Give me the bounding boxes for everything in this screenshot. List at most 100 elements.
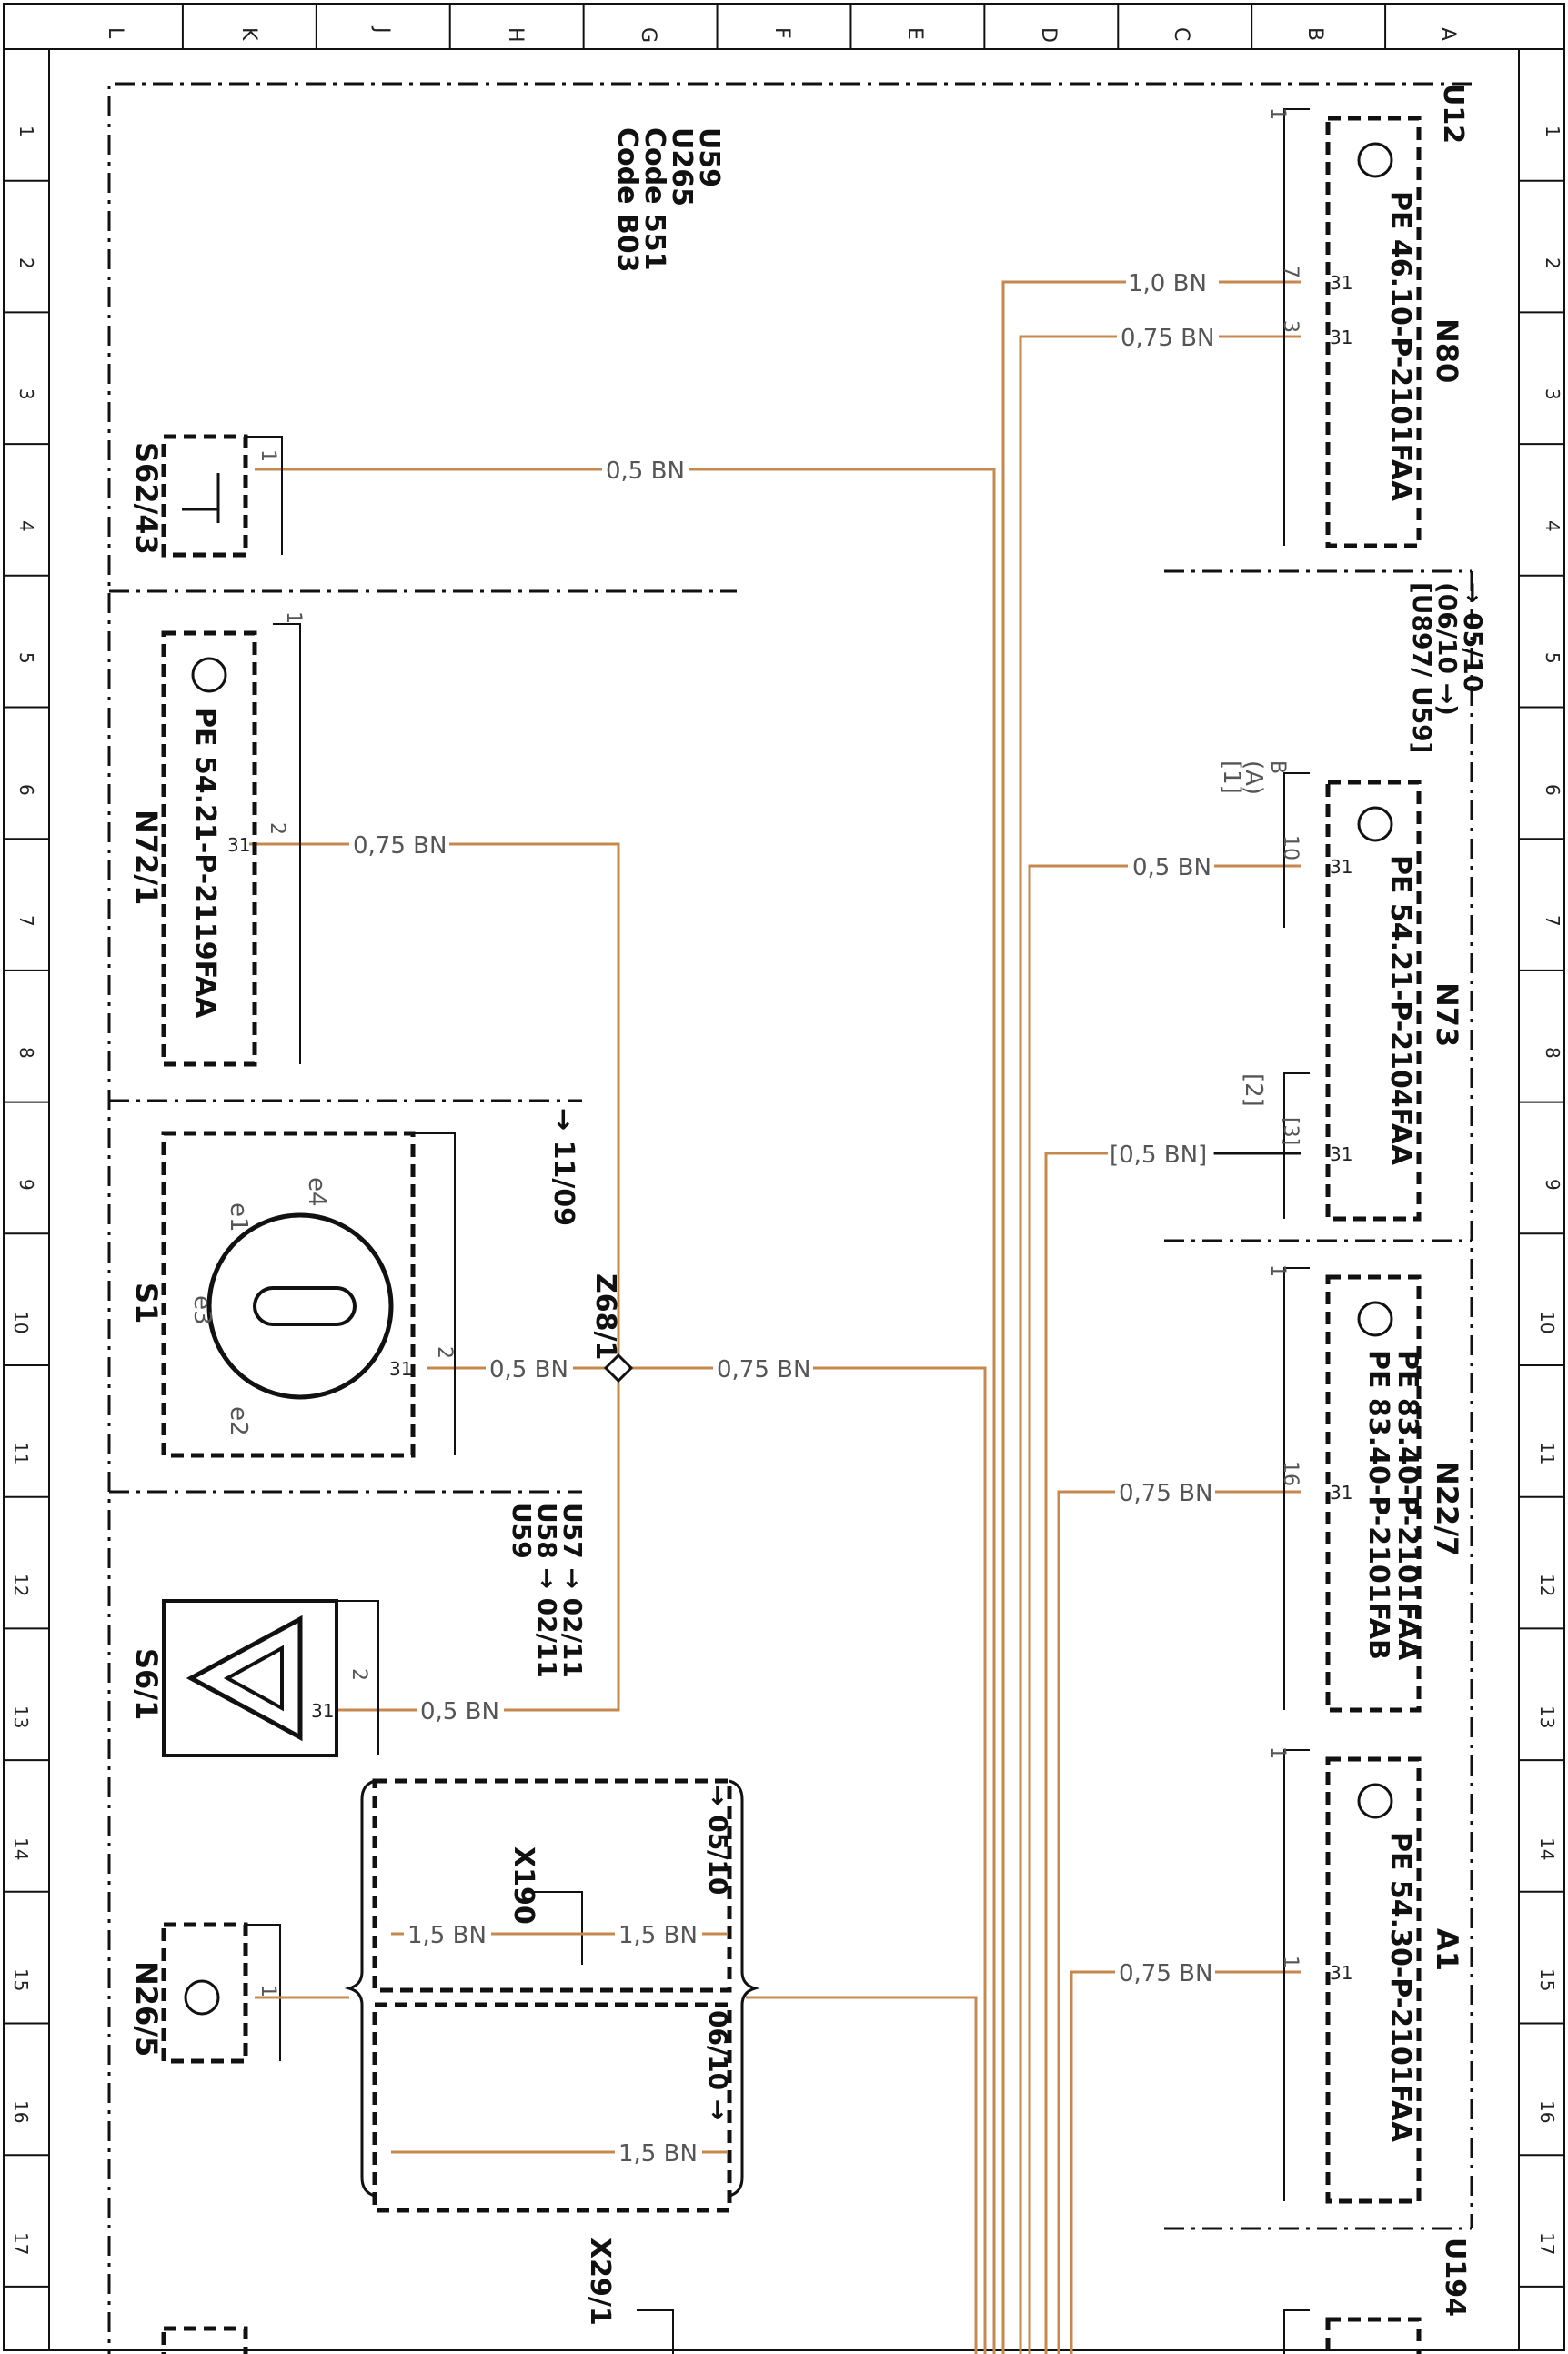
wire-n73-10: 0,5 BN: [1132, 854, 1211, 881]
ref-0211-b: U58 → 02/11: [532, 1503, 562, 1678]
column-label: D: [1037, 27, 1060, 43]
row-label: 17: [10, 2232, 32, 2255]
n80-label: N80: [1430, 318, 1464, 383]
row-label: 10: [10, 1311, 32, 1333]
ref-0211: U57 → 02/11 U58 → 02/11 U59: [507, 1503, 588, 1678]
s1-e3: e3: [188, 1295, 216, 1325]
row-label: 8: [1542, 1047, 1563, 1059]
n72-1-pe: PE 54.21-P-2119FAA: [189, 708, 221, 1019]
n26-5-pin: 1: [256, 1985, 279, 1997]
column-label: G: [637, 27, 659, 43]
row-label: 2: [15, 257, 37, 269]
row-label: 14: [10, 1837, 32, 1860]
wire-alt-out: 1,5 BN: [618, 2140, 698, 2168]
column-label: K: [237, 27, 260, 41]
component-s62-43[interactable]: S62/43 1: [129, 434, 283, 558]
ref-0211-a: U57 → 02/11: [558, 1503, 588, 1678]
row-label: 16: [1536, 2100, 1558, 2123]
splice-z68-1: Z68/1: [589, 1273, 634, 1383]
column-label: C: [1170, 27, 1192, 41]
ref-0510-a: → 05/10: [1458, 582, 1488, 692]
component-x29-1: X29/1: [161, 2238, 674, 2354]
ref-1109: → 11/09: [548, 1108, 579, 1226]
wire-n80-7: 1,0 BN: [1128, 270, 1207, 297]
column-label: E: [903, 27, 926, 40]
u194-block: U194: [1283, 2238, 1471, 2354]
x29-1-label: X29/1: [584, 2238, 616, 2326]
transistor-icon: [1357, 142, 1393, 178]
wire-z68-out: 0,75 BN: [717, 1356, 810, 1383]
n73-pin-10: 10: [1279, 835, 1302, 860]
row-label: 7: [1542, 915, 1563, 927]
n80-pin-3: 3: [1279, 320, 1302, 333]
s1-pin: 2: [433, 1346, 456, 1359]
row-label: 12: [10, 1574, 32, 1596]
n22-7-pe2: PE 83.40-P-2101FAB: [1362, 1350, 1394, 1660]
n73-pe: PE 54.21-P-2104FAA: [1384, 855, 1416, 1166]
ground-31: 31: [311, 1700, 334, 1722]
row-label: 3: [15, 388, 37, 400]
ground-31: 31: [227, 834, 250, 856]
n22-7-label: N22/7: [1430, 1461, 1464, 1556]
ref-0610-x190: 06/10 →: [703, 2010, 733, 2120]
transistor-icon: [1357, 1783, 1393, 1819]
column-dividers: [181, 4, 1387, 49]
ground-31: 31: [1330, 327, 1352, 348]
wire-n80-3: 0,75 BN: [1121, 325, 1214, 352]
transistor-icon: [1357, 1301, 1393, 1337]
a1-pe: PE 54.30-P-2101FAA: [1384, 1832, 1416, 2143]
wire-n72: 0,75 BN: [353, 832, 447, 860]
s6-1-pin: 2: [347, 1668, 370, 1681]
row-label: 5: [1542, 652, 1563, 664]
component-s6-1[interactable]: S6/1 2 31: [129, 1599, 379, 1757]
ref-0510-b: (06/10 →): [1432, 582, 1462, 716]
row-label: 13: [10, 1705, 32, 1728]
u12-label: U12: [1437, 84, 1469, 144]
row-label: 15: [1536, 1968, 1558, 1991]
column-label: F: [770, 27, 793, 39]
ground-31: 31: [1330, 1962, 1352, 1984]
ground-31: 31: [389, 1358, 412, 1380]
row-label: 6: [15, 784, 37, 796]
row-label: 17: [1536, 2232, 1558, 2255]
wire-s6: 0,5 BN: [420, 1698, 499, 1725]
n80-pin-1: 1: [1266, 107, 1289, 120]
column-labels: L K J H G F E D C B A: [104, 25, 1459, 43]
hazard-triangle-icon: [186, 1615, 303, 1742]
s62-43-pin: 1: [256, 449, 279, 462]
row-labels: 1 2 3 4 5 6 7 8 9 10 11 12 13 14 15 16 1…: [10, 126, 1563, 2255]
component-a1[interactable]: A1 PE 54.30-P-2101FAA 1 1 31: [1266, 1746, 1464, 2204]
transistor-icon: [1357, 806, 1393, 842]
wire-labels: 1,0 BN 0,75 BN 0,5 BN 0,5 BN [0,5 BN] 0,…: [349, 269, 1301, 1987]
component-s1[interactable]: S1 e4 e1 e3 e2 2 31: [129, 1131, 456, 1458]
s1-e1: e1: [225, 1202, 252, 1232]
row-label: 1: [1542, 126, 1563, 137]
n72-1-pin-top: 1: [282, 611, 305, 624]
component-n73[interactable]: N73 PE 54.21-P-2104FAA B 10 (A) [1] [2] …: [1218, 760, 1464, 1222]
row-label: 14: [1536, 1837, 1558, 1860]
u194-label: U194: [1439, 2238, 1471, 2317]
component-n80[interactable]: N80 PE 46.10-P-2101FAA 1 7 3 31 31: [1266, 107, 1464, 548]
component-n72-1[interactable]: N72/1 PE 54.21-P-2119FAA 1 2 31: [129, 611, 305, 1067]
transistor-icon: [191, 657, 227, 693]
row-label: 4: [15, 520, 37, 532]
header-codes: U59 U265 Code 551 Code B03 U12: [611, 84, 1469, 273]
wire-s1: 0,5 BN: [489, 1356, 568, 1383]
n22-7-pin-top: 1: [1266, 1264, 1289, 1277]
n22-7-pe1: PE 83.40-P-2101FAA: [1392, 1350, 1423, 1661]
column-label: L: [104, 27, 126, 39]
wire-s62: 0,5 BN: [606, 458, 685, 485]
ref-1: [1]: [1218, 760, 1245, 794]
code-b03: Code B03: [611, 127, 643, 273]
row-label: 3: [1542, 388, 1563, 400]
a1-pin-1: 1: [1279, 1956, 1302, 1968]
wire-x190-out: 1,5 BN: [618, 1922, 698, 1949]
ground-31: 31: [1330, 1482, 1352, 1504]
bus-wires: [249, 280, 1219, 2354]
row-label: 15: [10, 1968, 32, 1991]
ref-3: [3]: [1279, 1117, 1302, 1145]
component-n26-5[interactable]: N26/5 1: [129, 1922, 349, 2064]
component-n22-7[interactable]: N22/7 PE 83.40-P-2101FAA PE 83.40-P-2101…: [1266, 1264, 1464, 1713]
row-label: 12: [1536, 1574, 1558, 1596]
